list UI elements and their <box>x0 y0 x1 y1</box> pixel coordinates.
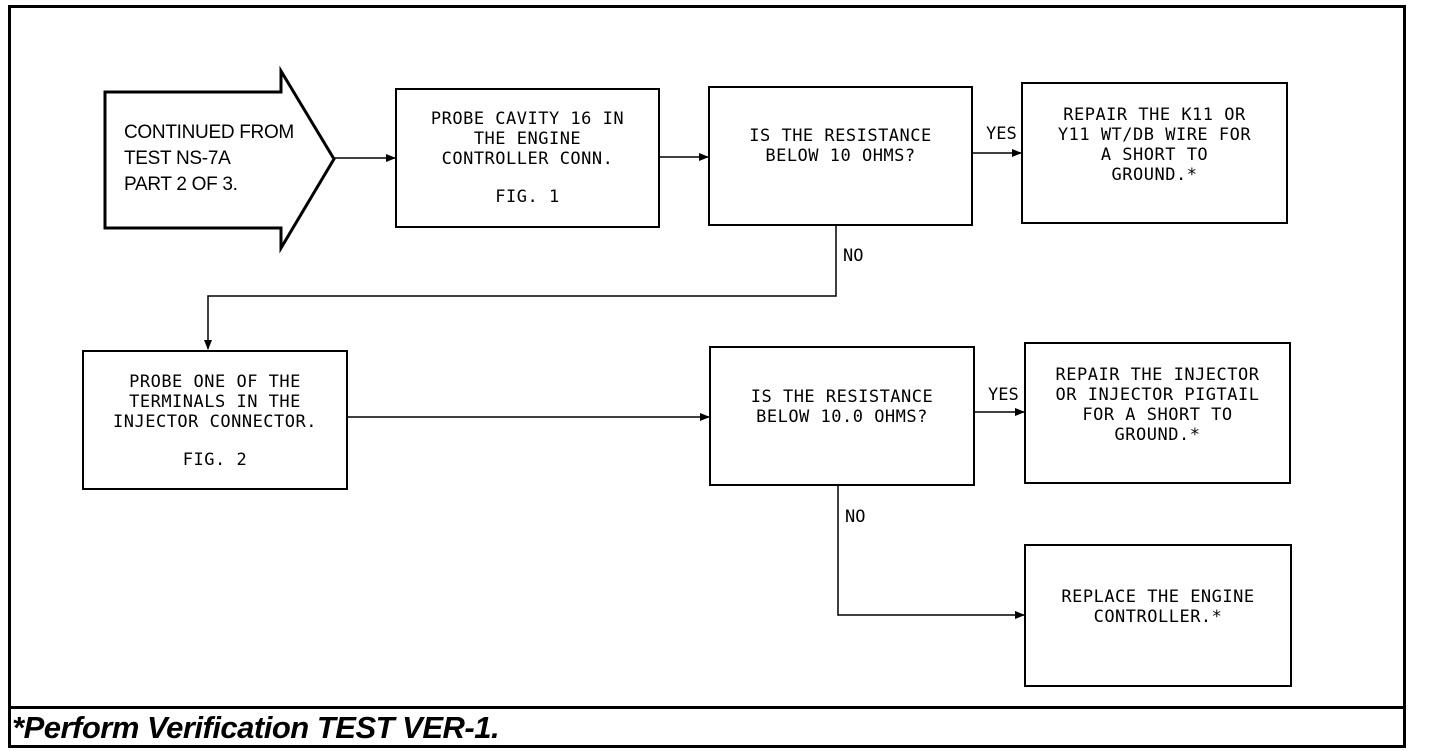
decision-resistance-2-text: IS THE RESISTANCE BELOW 10.0 OHMS? <box>750 387 934 427</box>
yes-label-1: YES <box>986 124 1017 144</box>
step-probe-terminal-fig: FIG. 2 <box>182 450 248 470</box>
step-repair-injector-text: REPAIR THE INJECTOR OR INJECTOR PIGTAIL … <box>1055 365 1260 445</box>
step-replace-controller: REPLACE THE ENGINE CONTROLLER.* <box>1024 544 1292 687</box>
step-probe-cavity-text: PROBE CAVITY 16 IN THE ENGINE CONTROLLER… <box>430 109 625 169</box>
step-probe-terminal-text: PROBE ONE OF THE TERMINALS IN THE INJECT… <box>113 372 317 432</box>
step-repair-wire-text: REPAIR THE K11 OR Y11 WT/DB WIRE FOR A S… <box>1057 105 1252 185</box>
step-probe-cavity: PROBE CAVITY 16 IN THE ENGINE CONTROLLER… <box>395 88 660 228</box>
no-label-2: NO <box>845 507 866 527</box>
footer-divider <box>8 706 1406 709</box>
step-probe-terminal: PROBE ONE OF THE TERMINALS IN THE INJECT… <box>82 350 348 490</box>
decision-resistance-1: IS THE RESISTANCE BELOW 10 OHMS? <box>708 86 973 226</box>
yes-label-2: YES <box>988 385 1019 405</box>
step-replace-controller-text: REPLACE THE ENGINE CONTROLLER.* <box>1061 587 1255 627</box>
start-arrow-shape <box>103 65 336 254</box>
connector-question-2-no <box>837 486 1025 619</box>
start-label: CONTINUED FROM TEST NS-7A PART 2 OF 3. <box>124 122 294 195</box>
decision-resistance-2: IS THE RESISTANCE BELOW 10.0 OHMS? <box>709 346 975 486</box>
decision-resistance-1-text: IS THE RESISTANCE BELOW 10 OHMS? <box>749 126 932 166</box>
footer-note: *Perform Verification TEST VER-1. <box>12 710 500 745</box>
connector-question-1-no <box>204 226 837 350</box>
step-repair-wire: REPAIR THE K11 OR Y11 WT/DB WIRE FOR A S… <box>1021 82 1288 224</box>
diagram-frame <box>8 5 1406 748</box>
step-repair-injector: REPAIR THE INJECTOR OR INJECTOR PIGTAIL … <box>1024 342 1291 484</box>
step-probe-cavity-fig: FIG. 1 <box>495 187 560 207</box>
no-label-1: NO <box>843 246 864 266</box>
